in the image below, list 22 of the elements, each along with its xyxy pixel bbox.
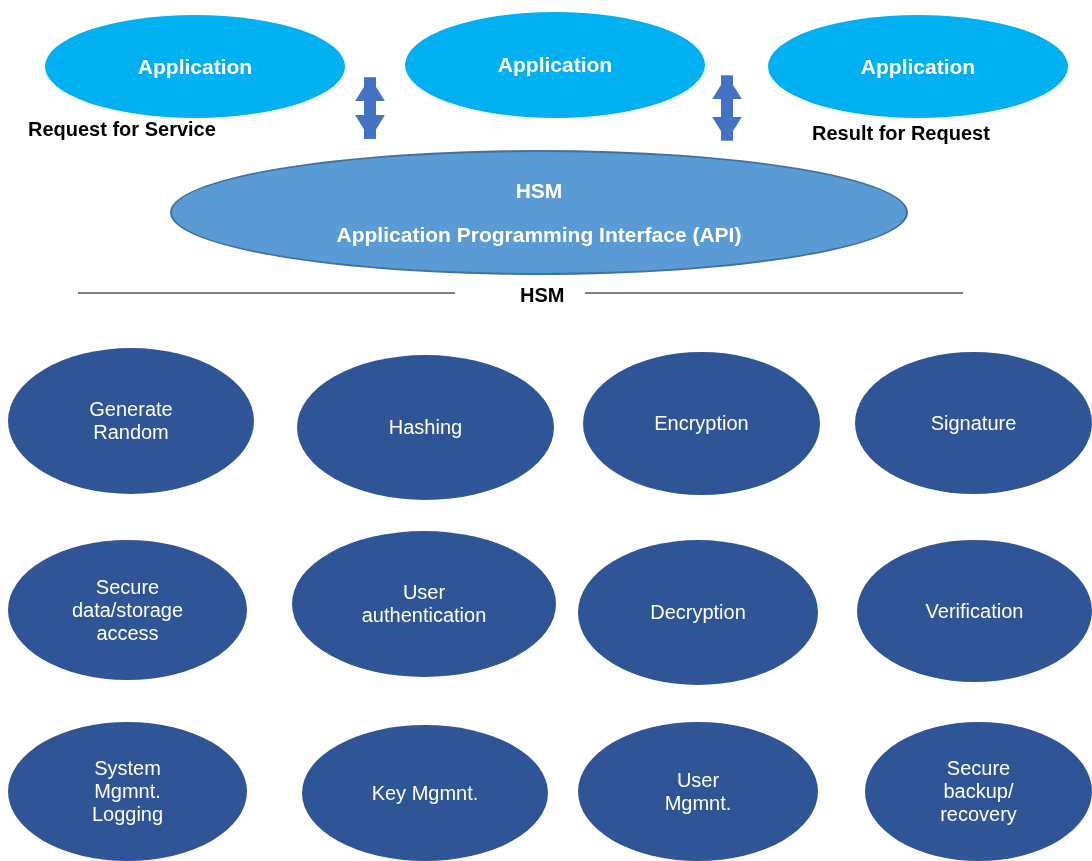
node-text: Verification: [925, 599, 1024, 623]
node-text: Secure backup/ recovery: [939, 757, 1018, 826]
node-text: Decryption: [650, 601, 746, 624]
node-text: HSM: [515, 178, 563, 204]
request-label: Request for Service: [28, 117, 216, 142]
node-text: Hashing: [388, 416, 463, 439]
node-text: Application: [497, 52, 613, 79]
node-text: User authentication: [360, 581, 488, 627]
node-text: Signature: [930, 411, 1017, 435]
node-text: Key Mgmnt.: [371, 781, 479, 805]
node-text: Application Programming Interface (API): [336, 221, 742, 248]
node-text: Generate Random: [88, 398, 174, 444]
double-arrow: [355, 77, 385, 139]
node-text: Application: [137, 53, 253, 80]
node-text: Secure data/storage access: [70, 575, 185, 645]
node-text: Encryption: [654, 412, 749, 435]
section-label: HSM: [520, 283, 565, 308]
node-text: User Mgmnt.: [663, 768, 733, 815]
result-label: Result for Request: [812, 121, 990, 146]
node-text: System Mgmnt. Logging: [90, 757, 165, 826]
node-text: Application: [860, 53, 976, 80]
double-arrow: [712, 75, 742, 141]
